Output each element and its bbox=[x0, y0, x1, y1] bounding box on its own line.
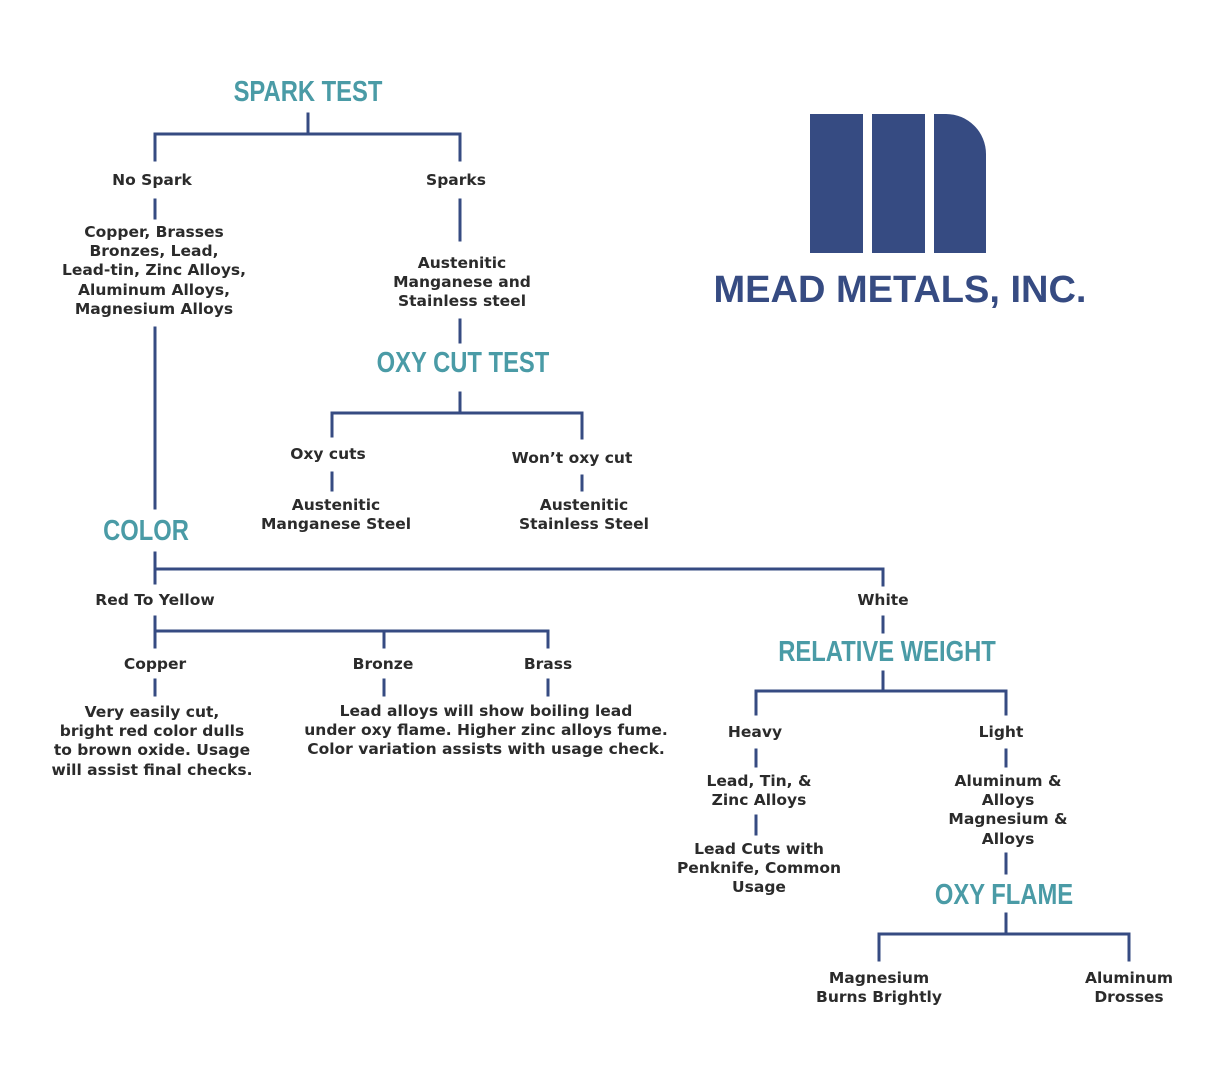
sparks-result: Austenitic Manganese and Stainless steel bbox=[393, 254, 531, 311]
oxy-cut-test-heading: OXY CUT TEST bbox=[376, 347, 550, 379]
oxy-cuts-label: Oxy cuts bbox=[290, 445, 366, 463]
company-logo-icon bbox=[810, 114, 986, 253]
light-label: Light bbox=[978, 723, 1024, 741]
copper-result: Very easily cut, bright red color dulls … bbox=[51, 703, 253, 779]
aluminum-result: Aluminum Drosses bbox=[1084, 969, 1174, 1007]
color-heading: COLOR bbox=[103, 515, 189, 547]
bronze-label: Bronze bbox=[352, 655, 414, 673]
heavy-detail: Lead Cuts with Penknife, Common Usage bbox=[676, 840, 842, 897]
wont-oxy-cut-result: Austenitic Stainless Steel bbox=[519, 496, 649, 534]
company-name: MEAD METALS, INC. bbox=[713, 269, 1087, 311]
white-label: White bbox=[857, 591, 909, 609]
heavy-label: Heavy bbox=[727, 723, 783, 741]
light-result: Aluminum & Alloys Magnesium & Alloys bbox=[948, 772, 1068, 848]
no-spark-result: Copper, Brasses Bronzes, Lead, Lead-tin,… bbox=[61, 223, 247, 318]
sparks-label: Sparks bbox=[426, 171, 486, 189]
copper-label: Copper bbox=[123, 655, 187, 673]
oxy-cuts-result: Austenitic Manganese Steel bbox=[260, 496, 412, 534]
relative-weight-heading: RELATIVE WEIGHT bbox=[778, 636, 996, 668]
oxy-flame-heading: OXY FLAME bbox=[934, 879, 1074, 911]
magnesium-result: Magnesium Burns Brightly bbox=[816, 969, 942, 1007]
bronze-brass-result: Lead alloys will show boiling lead under… bbox=[304, 702, 668, 759]
no-spark-label: No Spark bbox=[112, 171, 192, 189]
brass-label: Brass bbox=[523, 655, 573, 673]
wont-oxy-cut-label: Won’t oxy cut bbox=[511, 449, 633, 467]
red-to-yellow-label: Red To Yellow bbox=[95, 591, 215, 609]
heavy-result: Lead, Tin, & Zinc Alloys bbox=[706, 772, 812, 810]
spark-test-heading: SPARK TEST bbox=[233, 76, 383, 108]
